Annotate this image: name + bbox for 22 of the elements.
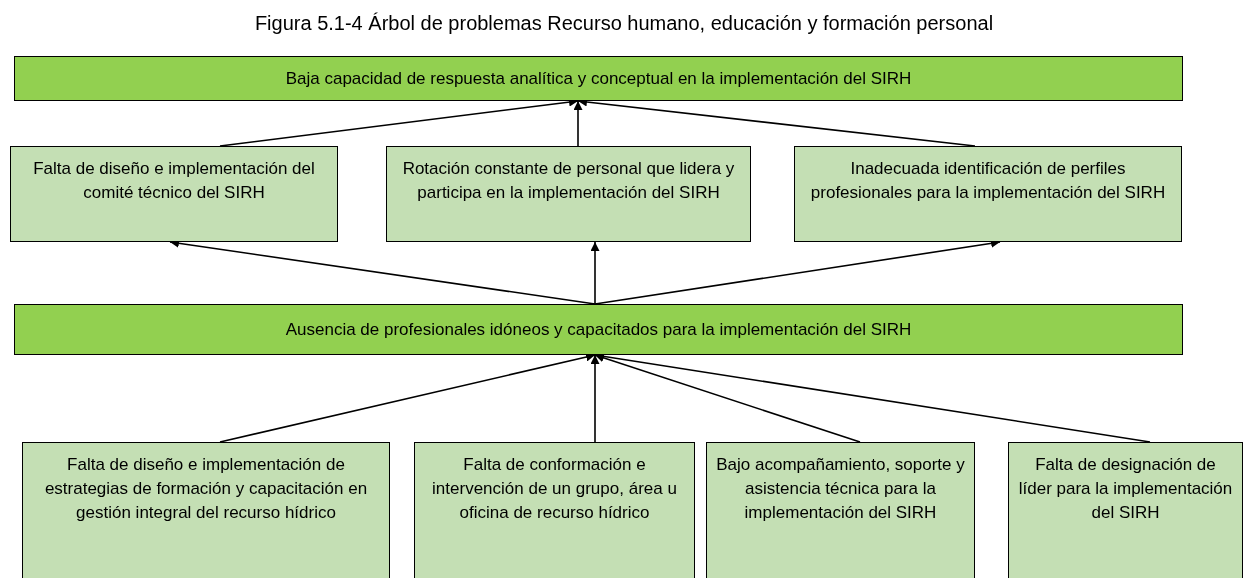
node-text: Inadecuada identificación de perfiles profesionales para la implementación del SIRH [809, 158, 1167, 204]
cause-box [22, 442, 390, 578]
node-text: Falta de conformación e intervención de un grupo, área u oficina de recurso hídrico [431, 454, 678, 524]
cause-box [706, 442, 975, 578]
arrow [573, 100, 583, 147]
node-text: Ausencia de profesionales idóneos y capacitados para la implementación del SIRH [285, 318, 912, 341]
cause-box [794, 146, 1182, 242]
node-text: Baja capacidad de respuesta analítica y conceptual en la implementación del SIRH [285, 67, 912, 90]
arrow [590, 241, 600, 305]
cause-box [414, 442, 695, 578]
cause-box [386, 146, 751, 242]
cause-box [10, 146, 338, 242]
cause-box [1008, 442, 1243, 578]
arrow [590, 354, 600, 443]
node-text: Falta de designación de líder para la implementación del SIRH [1017, 454, 1234, 524]
figure-title: Figura 5.1-4 Árbol de problemas Recurso humano, educación y formación personal [253, 12, 995, 35]
node-text: Falta de diseño e implementación del comité técnico del SIRH [32, 158, 316, 204]
problem-band [14, 304, 1183, 355]
node-text: Bajo acompañamiento, soporte y asistencia técnica para la implementación del SIRH [715, 454, 966, 524]
node-text: Rotación constante de personal que lidera y participa en la implementación del SIRH [401, 158, 736, 204]
node-text: Falta de diseño e implementación de estrategias de formación y capacitación en gestión integral del recurso hídrico [43, 454, 369, 524]
problem-band [14, 56, 1183, 101]
